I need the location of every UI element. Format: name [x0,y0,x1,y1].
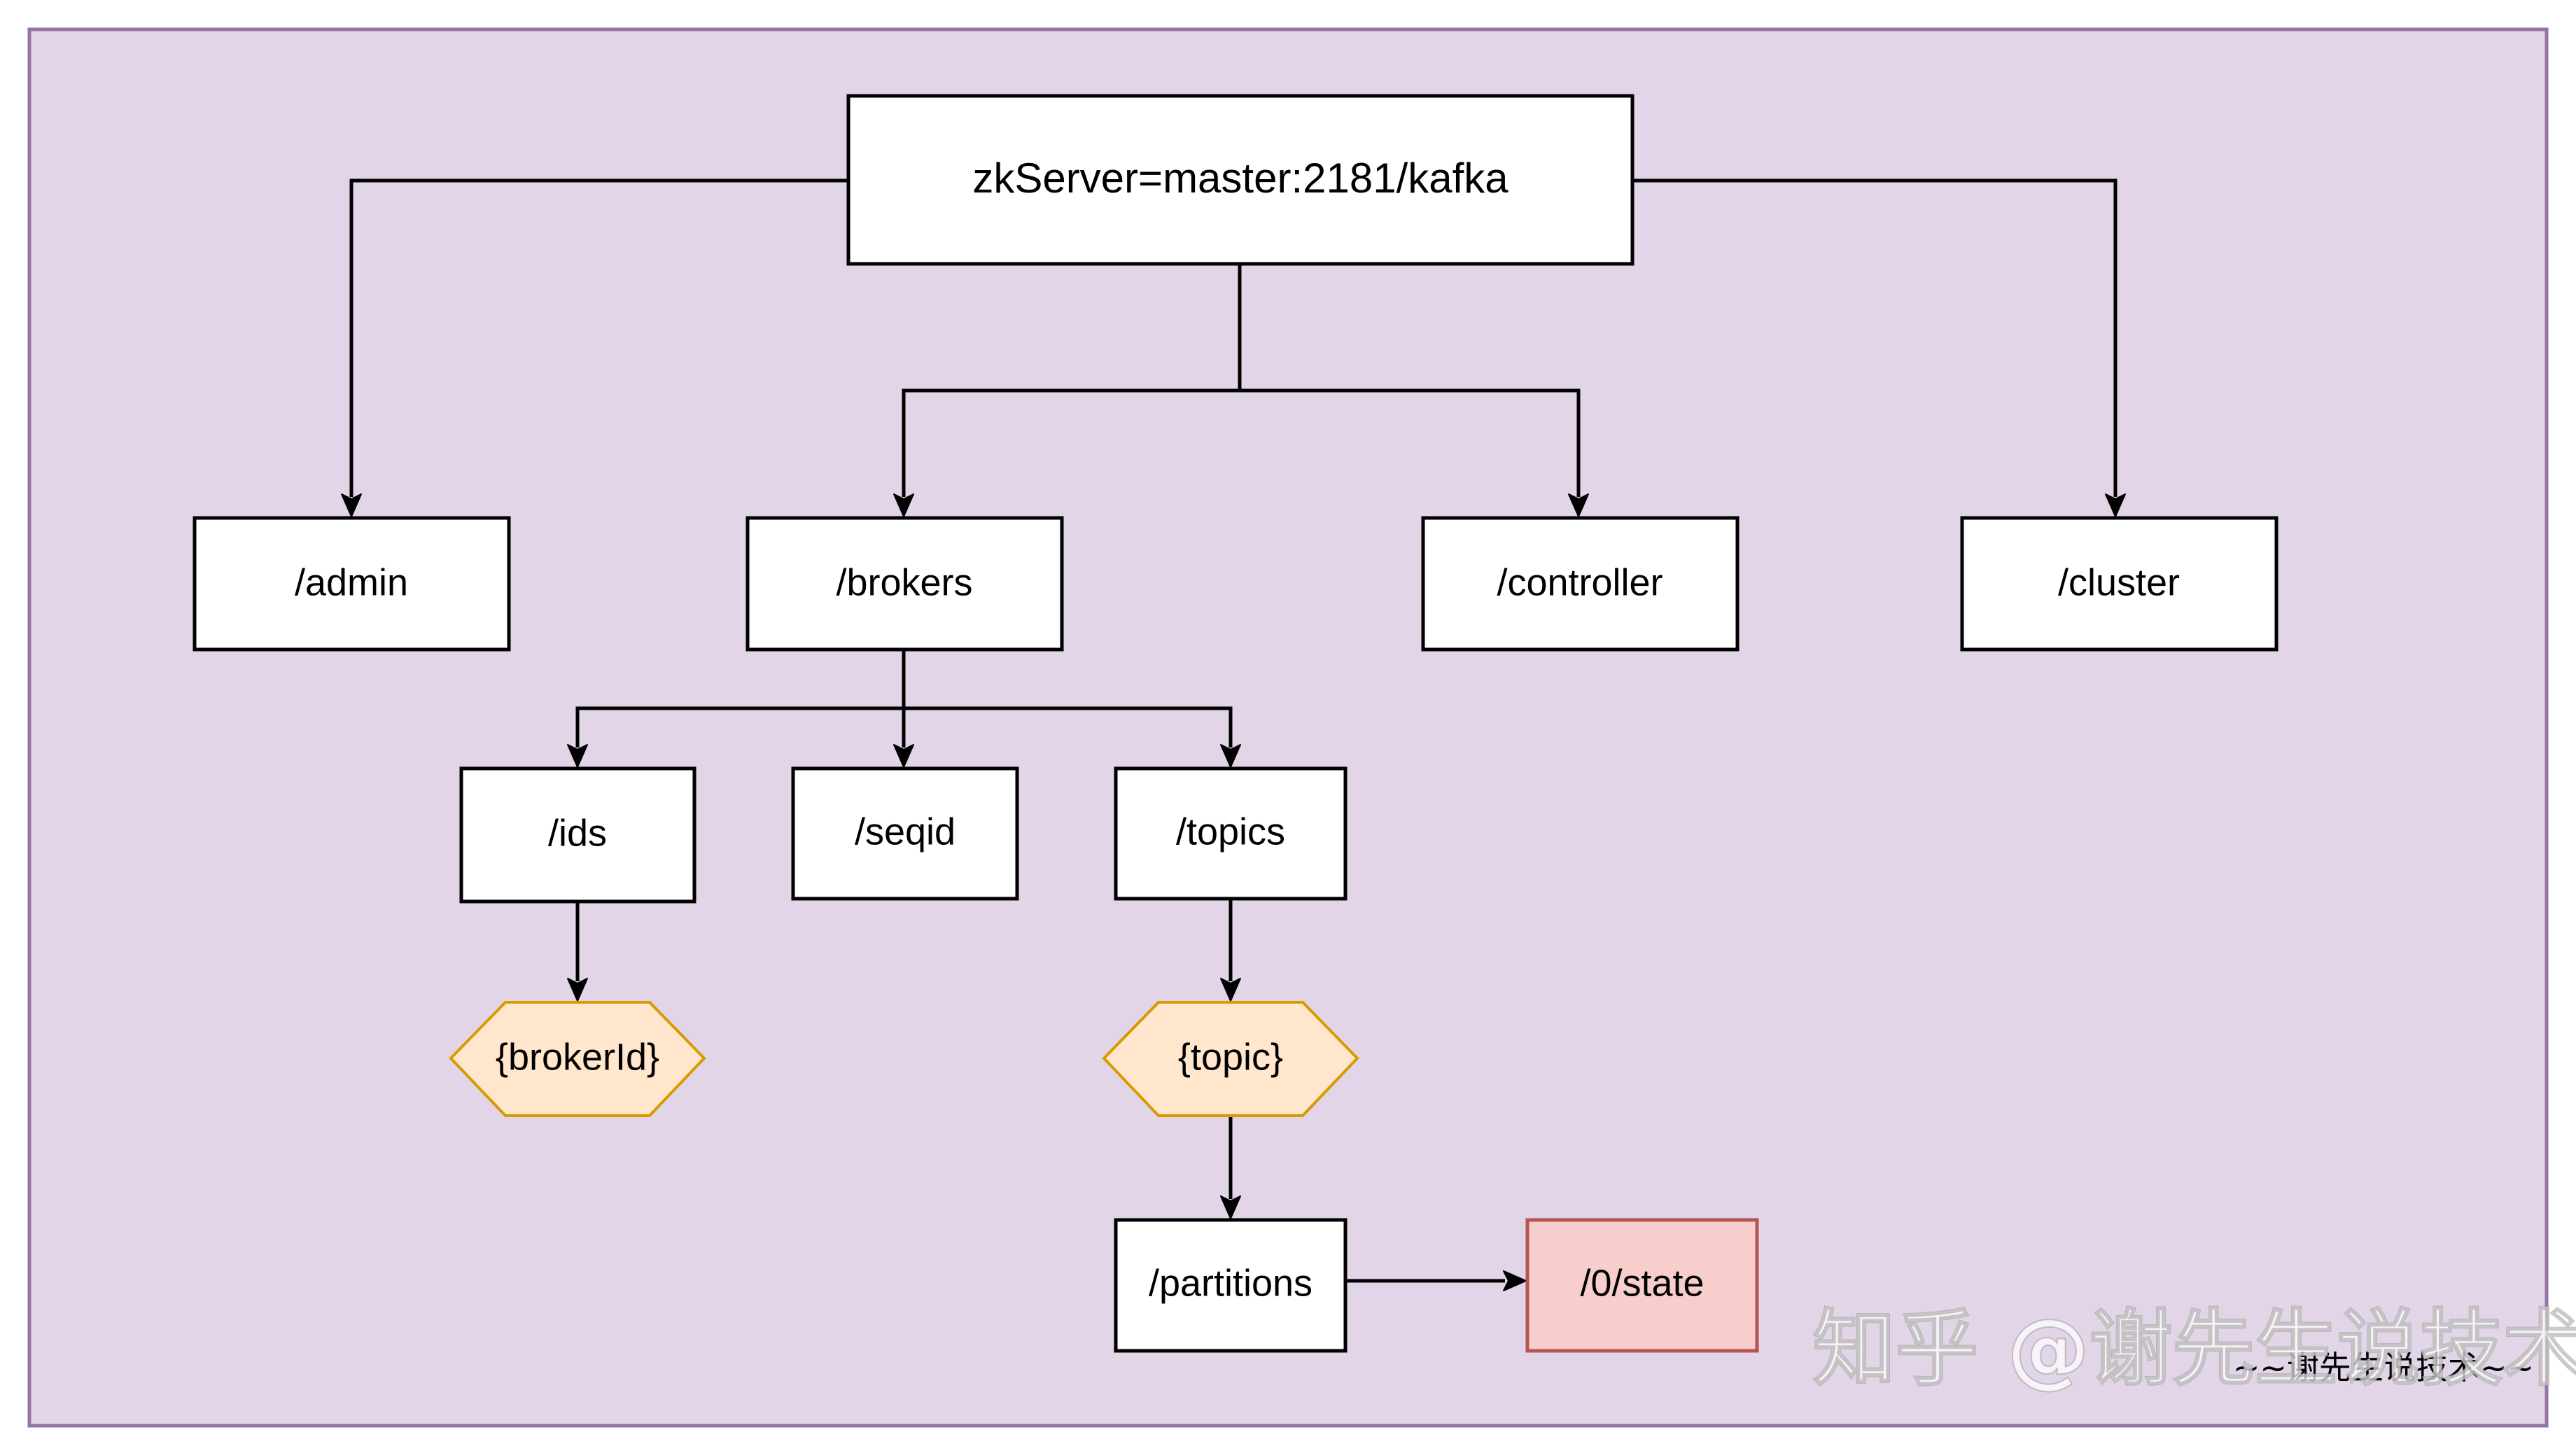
node-cluster-box [1960,516,2278,652]
edge-root-cluster [1632,178,2118,497]
node-topic-hexagon [1102,1001,1359,1117]
node-controller-label: /controller [1497,561,1662,603]
node-brokers-box [746,516,1064,652]
arrowhead-state [1503,1270,1527,1291]
edge-root-admin [349,178,847,497]
edge-root-brokers [902,388,1240,497]
node-seqid-label: /seqid [855,810,955,852]
arrowhead-ids [567,744,588,768]
arrowhead-brokerid [567,978,588,1002]
node-state-box [1525,1218,1759,1353]
node-partitions-box [1114,1218,1348,1353]
node-state: /0/state [1525,1218,1759,1353]
node-root: zkServer=master:2181/kafka [846,94,1634,266]
node-cluster: /cluster [1960,516,2278,652]
node-topics-box [1114,766,1348,901]
node-admin-box [192,516,511,652]
node-cluster-label: /cluster [2058,561,2180,603]
node-partitions-label: /partitions [1149,1262,1312,1304]
node-broker-id-label: {brokerId} [496,1036,659,1078]
arrowhead-topics [1220,744,1241,768]
node-seqid: /seqid [791,766,1019,901]
arrowhead-cluster [2105,493,2126,517]
node-partitions: /partitions [1114,1218,1348,1353]
node-ids: /ids [459,766,696,904]
node-topic-label: {topic} [1178,1036,1283,1078]
node-root-box [846,94,1634,266]
node-broker-id-hexagon [449,1001,706,1117]
node-controller-box [1421,516,1740,652]
node-admin-label: /admin [295,561,408,603]
arrowhead-admin [341,493,362,517]
node-broker-id: {brokerId} [449,1001,706,1117]
node-topics: /topics [1114,766,1348,901]
arrowhead-brokers [893,493,914,517]
node-controller: /controller [1421,516,1740,652]
node-state-label: /0/state [1580,1262,1704,1304]
node-admin: /admin [192,516,511,652]
arrowhead-topic [1220,978,1241,1002]
arrowheads [341,493,2126,1291]
node-root-label: zkServer=master:2181/kafka [972,155,1508,202]
platform-watermark: 知乎 @谢先生说技术 [1813,1300,2576,1397]
signature-watermark: ~~谢先生说技术~~ [2233,1349,2534,1387]
arrowhead-seqid [893,744,914,768]
node-seqid-box [791,766,1019,901]
node-brokers: /brokers [746,516,1064,652]
node-ids-label: /ids [548,812,607,854]
arrowhead-partitions [1220,1195,1241,1219]
node-topics-label: /topics [1176,810,1285,852]
edge-brokers-topics [904,706,1233,747]
arrowhead-controller [1568,493,1589,517]
node-ids-box [459,766,696,904]
node-topic: {topic} [1102,1001,1359,1117]
connectors [349,178,2118,1283]
edge-brokers-ids [575,706,904,747]
node-brokers-label: /brokers [836,561,972,603]
edge-root-controller [1240,388,1581,497]
